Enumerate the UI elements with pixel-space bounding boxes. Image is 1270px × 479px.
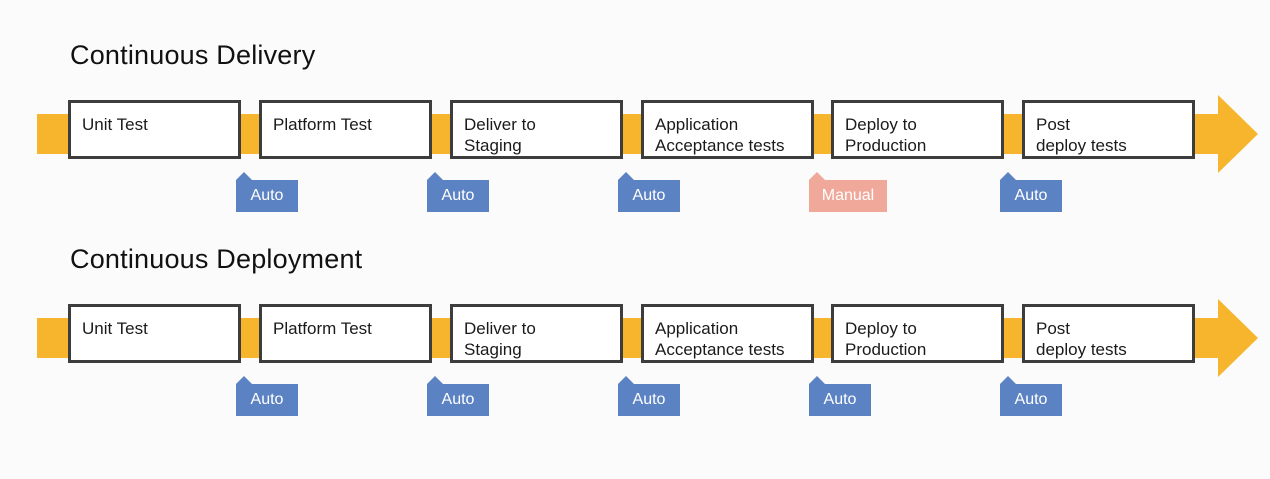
gate-label: Auto: [632, 391, 666, 408]
badge-pointer: [1000, 376, 1016, 384]
badge-pointer: [236, 172, 252, 180]
gate-badge-auto: Auto: [427, 172, 489, 212]
stage-unit-test: Unit Test: [68, 100, 241, 159]
stage-platform-test: Platform Test: [259, 304, 432, 363]
badge-pointer: [236, 376, 252, 384]
stage-post-deploy-tests: Post deploy tests: [1022, 304, 1195, 363]
badge-pointer: [427, 172, 443, 180]
gate-label: Auto: [1014, 187, 1048, 204]
gate-label: Auto: [441, 391, 475, 408]
stage-application-acceptance-tests: Application Acceptance tests: [641, 100, 814, 159]
gate-label: Auto: [441, 187, 475, 204]
stage-platform-test: Platform Test: [259, 100, 432, 159]
section-title: Continuous Delivery: [70, 40, 316, 70]
gate-label: Auto: [250, 391, 284, 408]
continuous-delivery-section: Continuous Delivery Unit Test Platform T…: [0, 40, 1270, 220]
gate-label: Manual: [821, 187, 875, 204]
badge-pointer: [809, 172, 825, 180]
gate-label: Auto: [632, 187, 666, 204]
gate-badge-manual: Manual: [809, 172, 887, 212]
pipeline-arrow-head: [1218, 95, 1258, 173]
badge-pointer: [1000, 172, 1016, 180]
stage-deploy-to-production: Deploy to Production: [831, 100, 1004, 159]
gate-badge-auto: Auto: [427, 376, 489, 416]
stage-post-deploy-tests: Post deploy tests: [1022, 100, 1195, 159]
gate-label: Auto: [1014, 391, 1048, 408]
gate-label: Auto: [823, 391, 857, 408]
gate-badge-auto: Auto: [809, 376, 871, 416]
badge-pointer: [618, 172, 634, 180]
gate-badge-auto: Auto: [1000, 172, 1062, 212]
badge-pointer: [427, 376, 443, 384]
gate-badge-auto: Auto: [1000, 376, 1062, 416]
gate-badge-auto: Auto: [618, 376, 680, 416]
gate-badge-auto: Auto: [236, 376, 298, 416]
section-title: Continuous Deployment: [70, 244, 363, 274]
stage-application-acceptance-tests: Application Acceptance tests: [641, 304, 814, 363]
stage-deploy-to-production: Deploy to Production: [831, 304, 1004, 363]
stage-unit-test: Unit Test: [68, 304, 241, 363]
pipeline-arrow-head: [1218, 299, 1258, 377]
badge-pointer: [809, 376, 825, 384]
stage-deliver-to-staging: Deliver to Staging: [450, 304, 623, 363]
gate-badge-auto: Auto: [618, 172, 680, 212]
gate-label: Auto: [250, 187, 284, 204]
gate-badge-auto: Auto: [236, 172, 298, 212]
continuous-deployment-section: Continuous Deployment Unit Test Platform…: [0, 244, 1270, 424]
stage-deliver-to-staging: Deliver to Staging: [450, 100, 623, 159]
badge-pointer: [618, 376, 634, 384]
